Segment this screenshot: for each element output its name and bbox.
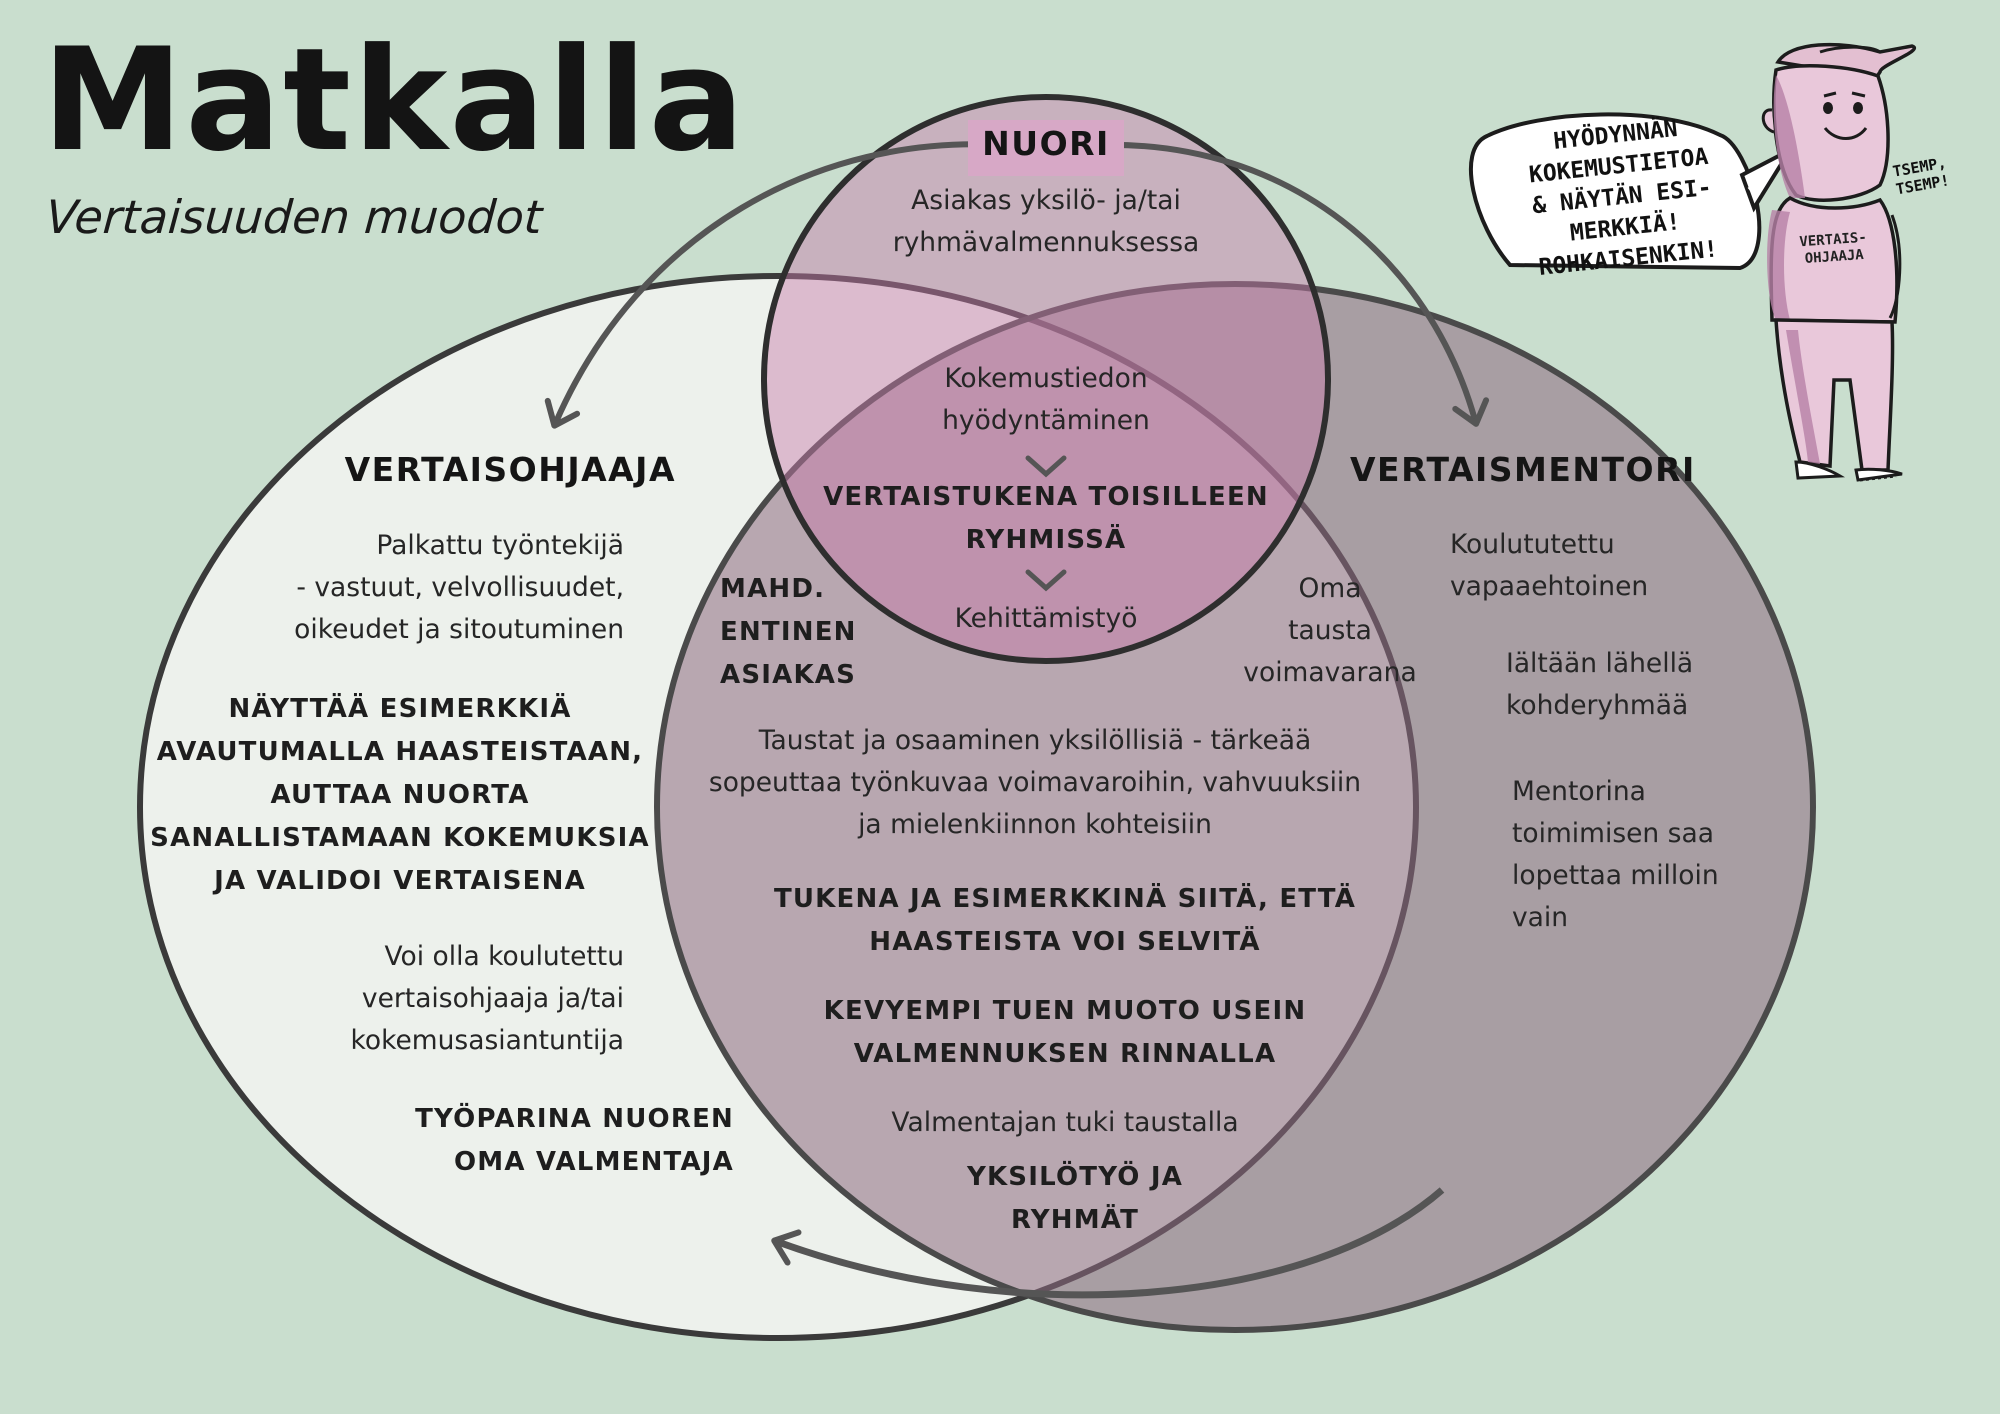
speech-bubble-text: HYÖDYNNÄN KOKEMUSTIETOA & NÄYTÄN ESI- ME…	[1527, 115, 1720, 282]
nuori-step-development: Kehittämistyö	[954, 603, 1138, 634]
vertaisohjaaja-trained: Voi olla koulutettu vertaisohjaaja ja/ta…	[350, 941, 624, 1056]
shared-own-background: Oma tausta voimavarana	[1243, 573, 1417, 688]
arrow-vertaismentori-to-vertaisohjaaja	[771, 1187, 1445, 1299]
arrow-nuori-to-vertaismentori	[1099, 141, 1490, 427]
vertaismentori-age: Iältään lähellä kohderyhmää	[1506, 648, 1694, 721]
vertaisohjaaja-heading: VERTAISOHJAAJA	[344, 450, 676, 489]
page-title: Matkalla	[42, 18, 747, 183]
vertaisohjaaja-example: NÄYTTÄÄ ESIMERKKIÄ AVAUTUMALLA HAASTEIST…	[150, 694, 650, 896]
nuori-step-experience: Kokemustiedon hyödyntäminen	[942, 363, 1150, 436]
nuori-circle	[761, 94, 1331, 664]
vertaismentori-quit: Mentorina toimimisen saa lopettaa milloi…	[1512, 776, 1719, 933]
vertaismentori-heading: VERTAISMENTORI	[1350, 450, 1696, 489]
chevron-down-icon	[1025, 455, 1067, 478]
page-subtitle: Vertaisuuden muodot	[44, 190, 544, 244]
shared-support-example: TUKENA JA ESIMERKKINÄ SIITÄ, ETTÄ HAASTE…	[773, 884, 1357, 957]
shared-backgrounds: Taustat ja osaaminen yksilöllisiä - tärk…	[708, 725, 1362, 840]
shared-work-modes: YKSILÖTYÖ JA RYHMÄT	[966, 1162, 1184, 1235]
shared-former-client: MAHD. ENTINEN ASIAKAS	[720, 574, 857, 690]
nuori-description: Asiakas yksilö- ja/tai ryhmävalmennukses…	[892, 185, 1200, 258]
vertaismentori-circle	[654, 281, 1816, 1333]
shirt-label: VERTAIS- OHJAAJA	[1798, 229, 1868, 268]
nuori-heading-backdrop	[968, 120, 1124, 176]
nuori-step-peer-support: VERTAISTUKENA TOISILLEEN RYHMISSÄ	[823, 482, 1269, 555]
shared-coach-support: Valmentajan tuki taustalla	[891, 1107, 1239, 1138]
vertaisohjaaja-paid: Palkattu työntekijä - vastuut, velvollis…	[294, 530, 624, 645]
vertaismentori-trained: Koulututettu vapaaehtoinen	[1450, 529, 1649, 602]
arrow-nuori-to-vertaisohjaaja	[544, 141, 1001, 429]
vertaisohjaaja-work-pair: TYÖPARINA NUOREN OMA VALMENTAJA	[415, 1104, 734, 1177]
vertaisohjaaja-character	[1469, 42, 1917, 482]
shared-lighter-support: KEVYEMPI TUEN MUOTO USEIN VALMENNUKSEN R…	[823, 996, 1307, 1069]
nuori-heading: NUORI	[982, 124, 1110, 163]
chevron-down-icon	[1025, 569, 1067, 592]
